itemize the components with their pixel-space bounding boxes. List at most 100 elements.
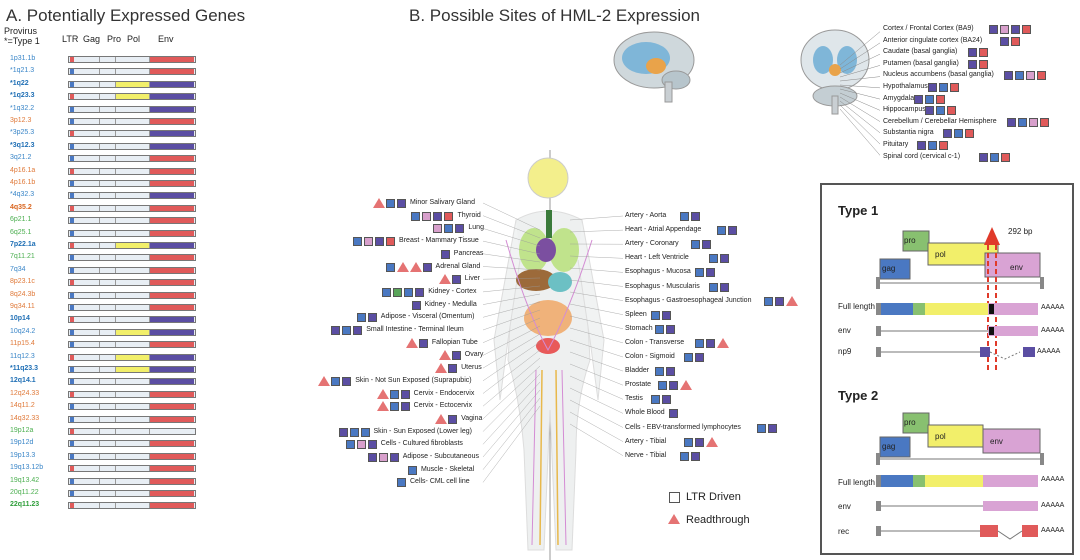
provirus-structure — [68, 403, 196, 411]
expression-marker — [1018, 117, 1028, 127]
expression-marker — [964, 129, 974, 139]
env-segment — [150, 193, 194, 199]
segment-divider — [115, 441, 116, 447]
provirus-name: 4p16.1b — [10, 179, 36, 186]
env-segment — [150, 503, 194, 509]
segment-divider — [149, 453, 150, 459]
brain-site-label: Cortex / Frontal Cortex (BA9) — [883, 25, 974, 32]
expression-marker — [1014, 71, 1024, 81]
segment-divider — [115, 354, 116, 360]
segment-divider — [99, 416, 100, 422]
provirus-name: 20q11.22 — [10, 489, 39, 496]
provirus-structure — [68, 341, 196, 349]
segment-divider — [99, 230, 100, 236]
readthrough-marker — [318, 375, 331, 386]
expression-marker — [683, 437, 693, 447]
provirus-structure — [68, 155, 196, 163]
segment-divider — [115, 131, 116, 137]
segment-divider — [99, 305, 100, 310]
segment-divider — [149, 193, 150, 199]
body-leader-line — [569, 411, 624, 442]
expression-marker — [393, 287, 403, 297]
env-segment — [150, 218, 194, 224]
provirus-name: 19p13.3 — [10, 451, 36, 459]
env-segment — [150, 453, 194, 459]
segment-divider — [115, 305, 116, 310]
ltr-segment — [70, 94, 74, 100]
expression-marker — [331, 376, 341, 386]
segment-divider — [149, 491, 150, 496]
body-site-label-left: Vagina — [461, 414, 483, 422]
expression-marker — [661, 310, 671, 320]
provirus-structure — [68, 378, 196, 386]
expression-marker — [386, 237, 396, 247]
body-leader-line — [482, 333, 541, 369]
expression-marker — [978, 48, 988, 58]
type2-pro-label: pro — [904, 418, 916, 427]
type1-pro-label: pro — [904, 236, 916, 245]
expression-marker — [356, 313, 366, 323]
body-site-label-right: Heart - Atrial Appendage — [625, 226, 702, 234]
body-site-label-right: Esophagus - Gastroesophageal Junction — [625, 296, 752, 304]
provirus-structure — [68, 316, 196, 324]
segment-divider — [99, 354, 100, 360]
provirus-name: *1q23.3 — [10, 92, 35, 100]
expression-marker — [444, 211, 454, 221]
env-segment — [150, 491, 194, 496]
expression-marker — [665, 324, 675, 334]
expression-marker — [400, 389, 410, 399]
body-leader-line — [482, 381, 541, 445]
readthrough-marker — [409, 261, 422, 272]
segment-divider — [99, 329, 100, 335]
readthrough-marker — [716, 337, 729, 348]
polya-5: AAAAA — [1041, 502, 1065, 509]
type1-full-length-label: Full length — [838, 302, 875, 311]
body-site-label-left: Pancreas — [453, 249, 484, 257]
segment-divider — [99, 181, 100, 186]
body-leader-line — [569, 315, 624, 329]
body-leader-line — [482, 405, 541, 483]
expression-marker — [989, 152, 999, 162]
body-leader-line — [482, 357, 541, 407]
segment-divider — [149, 478, 150, 484]
segment-divider — [149, 305, 150, 310]
expression-marker — [727, 226, 737, 236]
expression-marker — [411, 211, 421, 221]
ltr-segment — [70, 156, 74, 162]
brain-leader-line — [840, 42, 880, 70]
segment-divider — [115, 168, 116, 174]
env-segment — [150, 354, 194, 360]
type1-np9-row-label: np9 — [838, 347, 852, 356]
ltr-segment — [70, 106, 74, 112]
polya-3: AAAAA — [1037, 348, 1061, 355]
body-site-label-left: Adipose - Subcutaneous — [402, 453, 479, 460]
segment-divider — [149, 329, 150, 335]
env-segment — [150, 367, 194, 372]
segment-divider — [115, 317, 116, 323]
expression-marker — [455, 224, 465, 234]
segment-divider — [99, 292, 100, 298]
type2-full-length-label: Full length — [838, 478, 875, 487]
env-segment — [150, 181, 194, 186]
legend-readthrough-label: Readthrough — [686, 514, 750, 526]
env-segment — [150, 280, 194, 286]
col-pol: Pol — [127, 34, 141, 44]
expression-marker — [953, 129, 963, 139]
expression-marker — [691, 212, 701, 221]
expression-marker — [349, 427, 359, 437]
body-site-label-left: Kidney - Cortex — [428, 287, 477, 295]
env-segment — [150, 441, 194, 447]
segment-divider — [99, 478, 100, 484]
segment-divider — [115, 453, 116, 459]
body-site-label-left: Cells - Cultured fibroblasts — [380, 440, 463, 448]
brain-site-label: Caudate (basal ganglia) — [883, 48, 958, 56]
segment-divider — [149, 106, 150, 112]
env-segment — [150, 57, 194, 62]
ltr-segment — [70, 81, 74, 87]
provirus-name: 7q11.21 — [10, 253, 35, 261]
expression-marker — [1025, 71, 1035, 81]
body-leader-line — [482, 277, 541, 280]
segment-divider — [149, 131, 150, 137]
segment-divider — [115, 466, 116, 472]
brain-site-label: Putamen (basal ganglia) — [883, 59, 959, 67]
